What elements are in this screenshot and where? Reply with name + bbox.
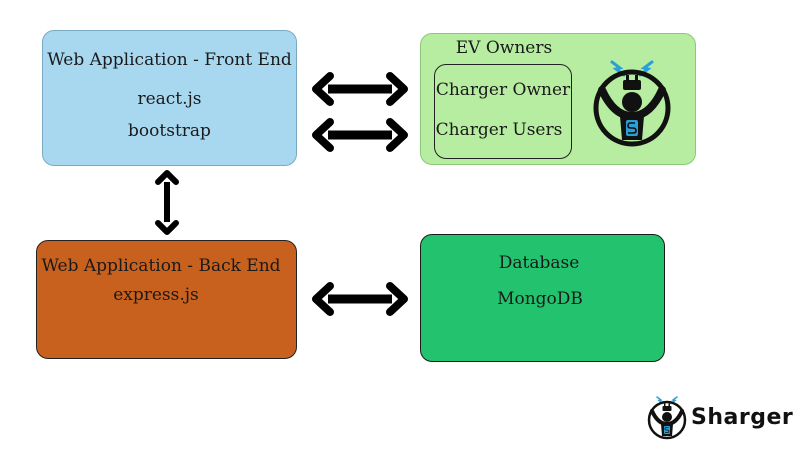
backend-tech-express: express.js [113,285,199,305]
user-types-group [434,64,572,159]
bidirectional-arrow-backend-database [312,282,408,316]
backend-title: Web Application - Back End [41,256,281,276]
backend-box [36,240,297,359]
frontend-box [42,30,297,166]
ev-owners-box [420,33,696,165]
sharger-brand-logo-icon [647,395,687,440]
frontend-tech-bootstrap: bootstrap [128,121,211,141]
database-title: Database [498,253,580,273]
sharger-logo-icon [596,62,668,144]
frontend-title: Web Application - Front End [47,50,292,70]
bidirectional-arrow-frontend-charger-owner [312,72,408,106]
charger-users-label: Charger Users [435,120,563,140]
ev-owners-title: EV Owners [455,38,553,58]
bidirectional-arrow-frontend-backend [155,170,179,235]
bidirectional-arrow-frontend-charger-users [312,118,408,152]
brand-name: Sharger [691,405,794,430]
charger-owner-label: Charger Owner [435,80,571,100]
frontend-tech-react: react.js [137,89,202,109]
database-box [420,234,665,362]
database-tech-mongodb: MongoDB [497,289,583,309]
